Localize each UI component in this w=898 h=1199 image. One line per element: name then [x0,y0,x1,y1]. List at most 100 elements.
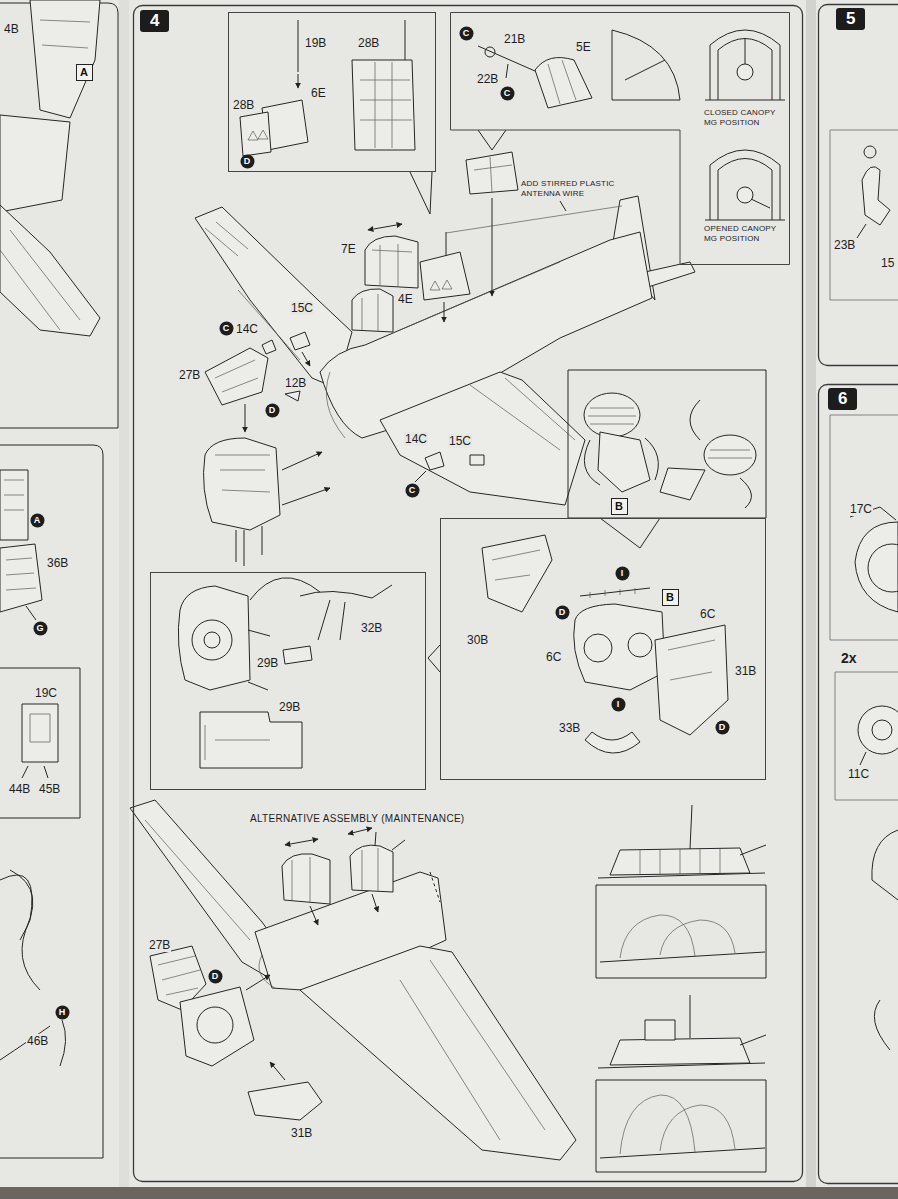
detail-inset-art [751,199,770,208]
detail-inset-art [352,60,415,150]
aircraft-assembly [415,471,426,482]
part-number: 44B [8,782,31,796]
engine-detail-art [704,435,756,475]
step-panel-outline [818,4,898,366]
previous-step-art [0,205,100,336]
sprue-letter: D [265,403,280,418]
detail-inset-art [737,187,753,203]
engine-mount-inset-art [300,585,392,640]
letter-circle [55,1005,69,1019]
detail-inset-outline [150,572,426,790]
note-text: ALTERNATIVE ASSEMBLY (MAINTENANCE) [249,813,466,825]
previous-step-art [10,870,33,940]
part-number: 33B [558,721,581,735]
note-text: CLOSED CANOPY MG POSITION [703,108,787,128]
engine-detail-art [708,450,752,458]
letter-circle [555,605,569,619]
detail-inset-art [612,30,680,100]
previous-step-art [0,875,40,990]
aircraft-assembly [420,252,470,300]
sprue-letter-text: D [244,156,251,166]
aircraft-assembly [492,198,493,296]
engine-detail-art [568,370,766,518]
sprue-letter: I [611,697,626,712]
sprue-letter: I [615,566,630,581]
letter-circle [405,483,419,497]
reference-box: A [76,64,93,81]
cowling-inset-art [492,550,540,580]
part-number: 14C [235,322,259,336]
detail-inset-art [405,20,406,60]
next-steps-art [862,167,890,225]
previous-step-art [6,558,36,590]
previous-step-art [0,1020,66,1066]
aircraft-assembly [474,157,512,192]
aircraft-assembly [368,224,402,230]
maintenance-assembly-art [640,849,720,874]
cowling-inset-art [428,645,440,672]
maintenance-assembly-art [282,854,330,904]
aircraft-assembly [290,332,310,350]
step-panel: 4ADD STIRRED PLASTIC ANTENNA WIRE7E4E15C… [133,5,803,1182]
sprue-letter: D [208,969,223,984]
maintenance-assembly-art [620,1095,735,1154]
inset-frame [441,519,766,780]
letter-circle [459,26,473,40]
aircraft-assembly [245,404,246,432]
part-number: 31B [290,1126,313,1140]
next-steps-art [857,224,866,238]
part-number: 32B [360,621,383,635]
sprue-letter-text: C [223,323,230,333]
reference-square [76,64,92,80]
reference-box: B [611,498,628,515]
paper-ground [0,1187,898,1199]
part-number: 30B [466,633,489,647]
maintenance-assembly-art [372,894,378,912]
cowling-inset-art [600,518,660,548]
next-steps-art [864,146,876,158]
engine-mount-inset-art [200,712,302,768]
aircraft-assembly [425,452,444,470]
sprue-letter-text: I [621,568,624,578]
sprue-letter-text: D [269,405,276,415]
detail-inset-outline [228,12,436,172]
sprue-letter-text: C [504,88,511,98]
cowling-inset-art [574,604,665,690]
previous-step-art [0,668,80,818]
previous-step-art [0,115,70,212]
cowling-inset-art [482,535,552,612]
maintenance-assembly-art [259,955,275,988]
previous-step-art [0,0,118,1158]
aircraft-assembly [282,452,322,470]
maintenance-assembly-art [348,828,372,834]
maintenance-assembly-art [400,960,545,1140]
aircraft-assembly [372,244,412,287]
detail-inset-art [705,150,785,220]
letter-circle [611,697,625,711]
maintenance-assembly-art [596,885,766,978]
sprue-letter-text: C [463,28,470,38]
next-steps-art [830,130,898,1050]
aircraft-assembly [285,391,300,401]
next-steps-art [874,1000,890,1050]
maintenance-assembly-art [270,1062,285,1080]
note-text: OPENED CANOPY MG POSITION [703,224,787,244]
detail-inset-art [240,112,271,156]
previous-step-art [22,766,48,778]
aircraft-assembly [262,340,276,354]
next-steps-art [872,720,892,740]
part-number: 15C [290,301,314,315]
detail-inset-art [360,62,412,148]
letter-circle [219,321,233,335]
detail-inset: 21B22B5ECLOSED CANOPY MG POSITIONOPENED … [450,12,790,265]
part-number: 4E [397,292,414,306]
step-number: 6 [828,388,857,410]
engine-detail-art [690,400,751,508]
previous-step-art [0,470,28,540]
engine-mount-inset-art [205,725,270,760]
maintenance-assembly-art [645,1020,675,1040]
step-panel: 617C2x11C [818,384,898,1184]
step-number: 5 [836,8,865,30]
